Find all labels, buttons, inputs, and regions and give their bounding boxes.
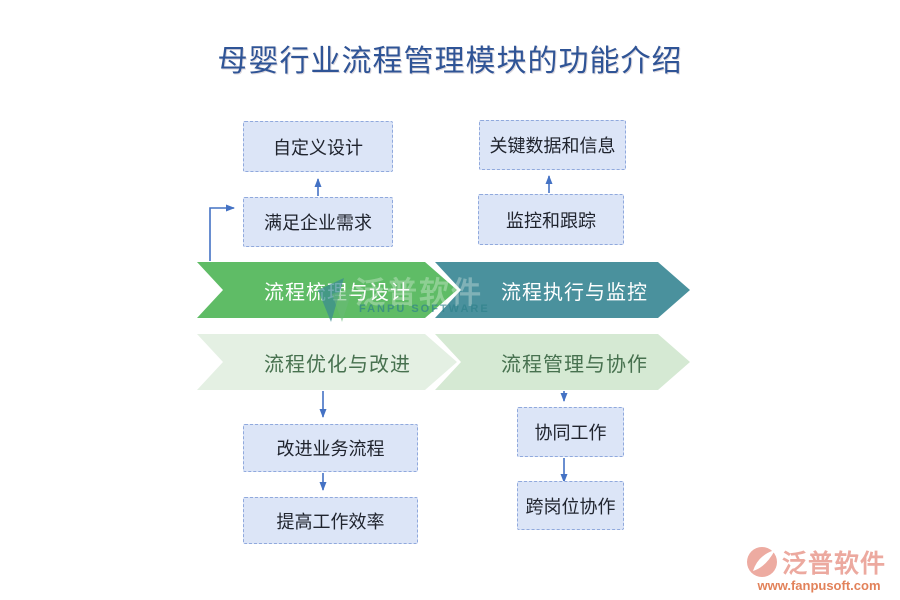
box-improve-work-efficiency: 提高工作效率 [243, 497, 418, 544]
page-title: 母婴行业流程管理模块的功能介绍 [217, 45, 683, 78]
box-collaborative-work: 协同工作 [517, 407, 624, 457]
fanpu-logo-icon [747, 547, 777, 577]
stage-process-execution-label: 流程执行与监控 [501, 281, 648, 304]
stage-process-design-label: 流程梳理与设计 [264, 281, 411, 304]
connector-stage1-to-needs [209, 204, 235, 261]
box-cross-post-collaboration: 跨岗位协作 [517, 481, 624, 530]
box-improve-business-process: 改进业务流程 [243, 424, 418, 472]
box-meet-enterprise-needs: 满足企业需求 [243, 197, 393, 247]
fanpu-logo-url: www.fanpusoft.com [757, 578, 881, 593]
box-key-data-info: 关键数据和信息 [479, 120, 626, 170]
chevron-stage-4 [435, 334, 690, 390]
fanpu-logo: 泛普软件 www.fanpusoft.com [744, 544, 894, 593]
stage-process-optimization-label: 流程优化与改进 [264, 353, 411, 376]
stage-process-collaboration-label: 流程管理与协作 [501, 353, 648, 376]
box-custom-design: 自定义设计 [243, 121, 393, 172]
chevron-stage-3 [197, 334, 457, 390]
fanpu-logo-brand-text: 泛普软件 [782, 551, 887, 578]
box-monitor-track: 监控和跟踪 [478, 194, 624, 245]
chevron-stage-2 [435, 262, 690, 318]
